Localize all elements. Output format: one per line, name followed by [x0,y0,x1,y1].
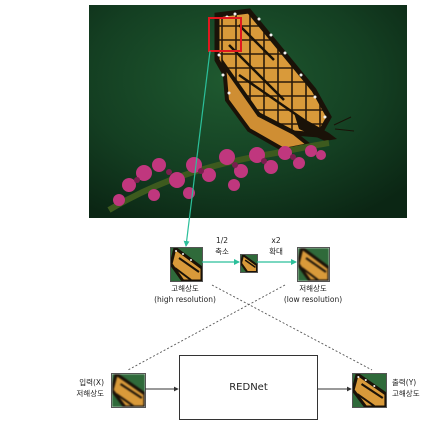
low-res-en-label: (low resolution) [283,295,343,304]
output-label-line2: 고해상도 [392,389,420,398]
high-res-patch [170,247,203,282]
upscale-word-label: 확대 [269,247,283,256]
downscale-ratio-label: 1/2 [215,236,229,245]
upscale-ratio-label: x2 [271,236,281,245]
input-label-line2: 저해상도 [76,389,104,398]
rednet-label: REDNet [229,382,268,393]
butterfly-illustration [89,5,407,218]
downscale-word-label: 축소 [215,247,229,256]
low-res-kr-label: 저해상도 [299,284,327,293]
high-res-kr-label: 고해상도 [171,284,199,293]
zoom-line [183,50,211,247]
downscaled-patch [240,254,258,273]
high-res-en-label: (high resolution) [154,295,216,304]
dashed-low-to-input [127,284,286,371]
output-label-line1: 출력(Y) [392,378,417,387]
output-patch [352,373,387,408]
butterfly-photo [89,5,407,218]
input-label-line1: 입력(X) [79,378,104,387]
input-patch [111,373,146,408]
low-res-patch [297,247,330,282]
rednet-box: REDNet [179,355,318,420]
highlight-box [208,17,242,52]
